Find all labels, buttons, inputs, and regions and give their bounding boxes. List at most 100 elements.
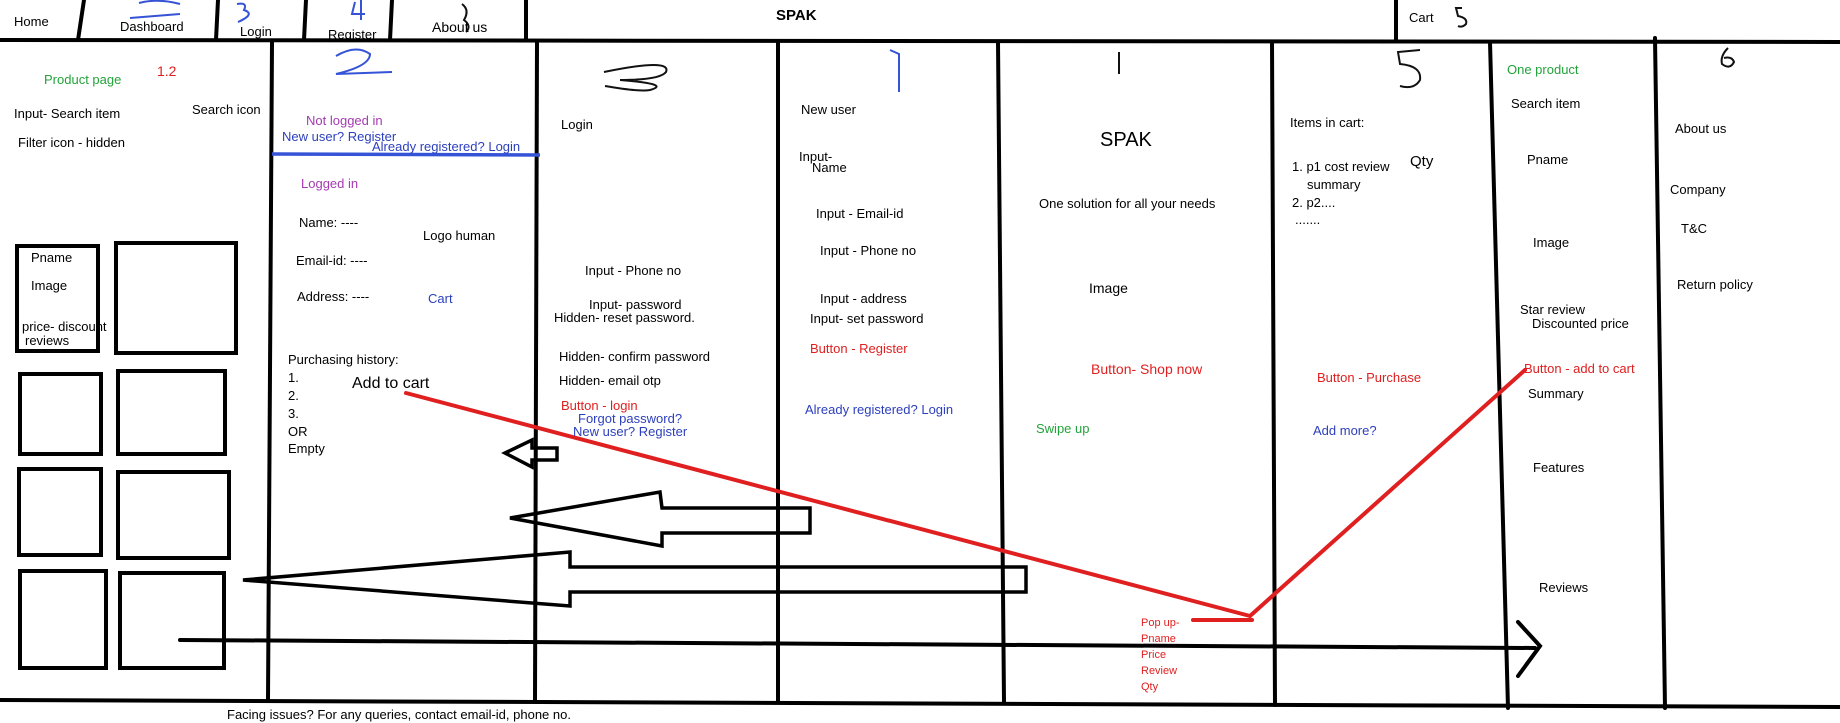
register-email-input[interactable]: Input - Email-id [816,206,904,221]
about-return-policy: Return policy [1677,277,1753,292]
login-password-input[interactable]: Input- password [589,297,682,312]
register-name-input[interactable]: Name [812,160,847,175]
product-card [116,369,227,456]
login-register-link[interactable]: New user? Register [573,424,688,439]
one-product-features: Features [1533,460,1585,475]
popup-title: Pop up- [1141,617,1180,629]
right-arrow-head [1516,620,1543,678]
search-icon[interactable]: Search icon [192,102,261,117]
product-card [17,467,103,557]
nav-bottom-line [0,38,1840,44]
forgot-password-link[interactable]: Forgot password? [578,411,683,426]
cart-item-1-summary: summary [1307,177,1361,192]
nav-cart[interactable]: Cart [1409,10,1434,25]
register-phone-input[interactable]: Input - Phone no [820,243,917,258]
register-login-link[interactable]: Already registered? Login [805,402,954,417]
nav-divider [214,0,220,42]
one-product-reviews: Reviews [1539,580,1589,595]
dashboard-login-link[interactable]: Already registered? Login [372,139,521,154]
cart-qty: Qty [1410,153,1434,170]
register-address-input[interactable]: Input - address [820,291,907,306]
add-more-link[interactable]: Add more? [1313,423,1377,438]
one-product-star-review: Star review [1520,302,1586,317]
register-password-input[interactable]: Input- set password [810,311,924,326]
cart-item-2: 2. p2.... [1292,195,1336,210]
number-2-dashboard-column [335,48,393,75]
one-product-discounted-price: Discounted price [1532,316,1629,331]
number-3-login-column [603,64,668,92]
dashboard-logged-in: Logged in [301,176,359,191]
nav-login[interactable]: Login [240,24,272,39]
one-product-title: One product [1507,62,1579,77]
left-arrow-medium [509,489,812,549]
card-image: Image [31,278,68,293]
home-tagline: One solution for all your needs [1039,196,1216,211]
cart-title: Items in cart: [1290,115,1365,130]
product-page-version: 1.2 [157,63,177,79]
login-reset-password[interactable]: Hidden- reset password. [554,310,695,325]
about-title: About us [1675,121,1727,136]
register-button[interactable]: Button - Register [810,341,908,356]
login-title: Login [561,117,593,132]
dashboard-email: Email-id: ---- [296,253,368,268]
nav-about[interactable]: About us [432,19,488,35]
nav-brand[interactable]: SPAK [776,7,817,24]
one-product-image: Image [1533,235,1570,250]
register-title: New user [801,102,856,117]
purchase-button[interactable]: Button - Purchase [1317,370,1422,385]
product-page-title: Product page [44,72,122,87]
shop-now-button[interactable]: Button- Shop now [1091,361,1203,377]
add-to-cart-button[interactable]: Button - add to cart [1524,361,1635,376]
history-item-2: 2. [288,388,299,403]
home-brand: SPAK [1100,129,1152,151]
right-arrow-line [178,638,1537,650]
register-name-label: Input- [799,149,833,164]
login-email-otp[interactable]: Hidden- email otp [559,373,661,388]
handwritten-numbers [129,0,900,92]
number-5-cart-nav [1454,7,1468,28]
swipe-up-hint[interactable]: Swipe up [1036,421,1090,436]
filter-icon[interactable]: Filter icon - hidden [18,135,125,150]
column-divider [533,40,539,702]
history-item-3: 3. [288,406,299,421]
dashboard-address: Address: ---- [297,289,370,304]
nav-dashboard[interactable]: Dashboard [120,19,184,34]
dashboard-not-logged-in: Not logged in [306,113,383,128]
card-price: price- discount [22,319,107,334]
column-divider [1653,36,1667,710]
column-divider [1270,40,1277,707]
footer-contact: Facing issues? For any queries, contact … [227,707,571,722]
login-confirm-password[interactable]: Hidden- confirm password [559,349,711,364]
one-product-search[interactable]: Search item [1511,96,1581,111]
number-4-register [350,0,365,20]
dashboard-cart-link[interactable]: Cart [428,291,453,306]
product-card [18,372,103,456]
add-to-cart-note: Add to cart [352,375,430,392]
add-to-cart-flow-line [404,391,1252,618]
popup-pname: Pname [1141,633,1176,645]
history-item-1: 1. [288,370,299,385]
product-card [116,470,231,560]
left-arrow-large [242,550,1028,608]
product-card [114,241,238,355]
cart-item-more: ....... [1295,212,1321,227]
number-6-about-column [1720,47,1736,68]
nav-register[interactable]: Register [328,27,377,42]
number-4-register-column [889,49,900,92]
number-2-dashboard [129,0,181,19]
history-or: OR [288,424,308,439]
dashboard-divider [271,152,541,157]
footer-top-line [0,698,1840,709]
search-input[interactable]: Input- Search item [14,106,121,121]
login-button[interactable]: Button - login [561,398,638,413]
login-phone-input[interactable]: Input - Phone no [585,263,682,278]
nav-home[interactable]: Home [14,14,49,29]
dashboard-new-user-link[interactable]: New user? Register [282,129,397,144]
one-product-summary: Summary [1528,386,1584,401]
number-5-cart-column [1396,49,1422,89]
about-terms: T&C [1681,221,1707,236]
history-empty: Empty [288,441,325,456]
dashboard-name: Name: ---- [299,215,359,230]
